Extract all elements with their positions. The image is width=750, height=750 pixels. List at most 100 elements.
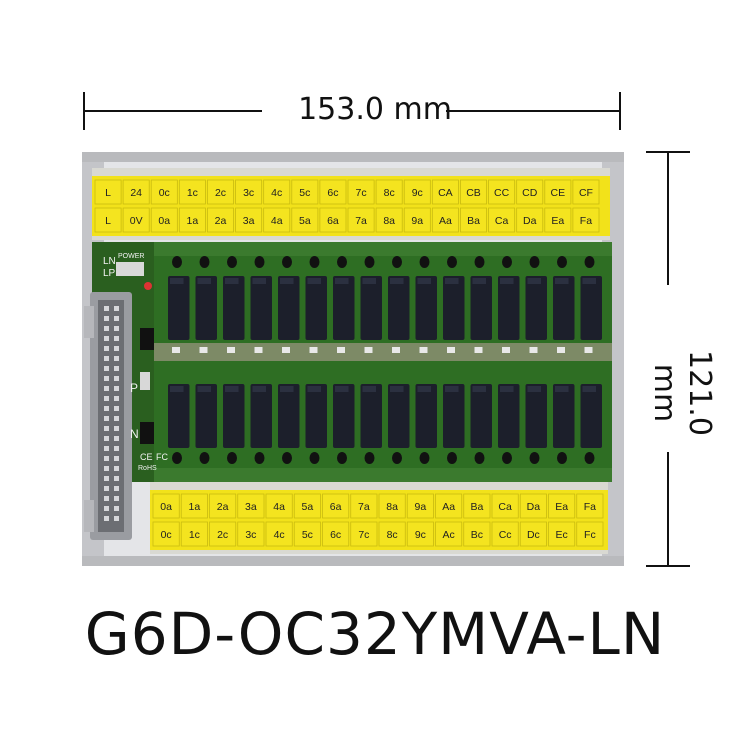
terminal-cell xyxy=(544,207,572,233)
rohs-mark: RoHS xyxy=(138,465,157,472)
led xyxy=(309,452,320,464)
terminal-cell xyxy=(207,207,234,233)
relay xyxy=(360,384,382,448)
terminal-label: 0a xyxy=(160,501,172,513)
terminal-cell xyxy=(576,493,604,519)
terminal-label: Cc xyxy=(499,529,512,541)
ribbon-connector xyxy=(84,292,132,540)
connector-pin xyxy=(114,506,119,511)
connector-pin xyxy=(114,336,119,341)
terminal-cell xyxy=(516,179,544,205)
led xyxy=(392,256,402,268)
terminal-cell xyxy=(519,521,547,547)
led xyxy=(474,452,485,464)
connector-pin xyxy=(104,466,109,471)
terminal-cell xyxy=(265,493,293,519)
led xyxy=(502,256,512,268)
relay-top-edge xyxy=(307,386,321,392)
terminal-cell xyxy=(293,493,321,519)
relay xyxy=(525,276,547,340)
terminal-cell xyxy=(180,521,208,547)
relay-top-edge xyxy=(362,386,376,392)
relay xyxy=(525,384,547,448)
relay-top-edge xyxy=(252,386,266,392)
relay-top-edge xyxy=(335,386,349,392)
connector-pin xyxy=(114,346,119,351)
led xyxy=(254,452,265,464)
terminal-label: L xyxy=(105,187,111,199)
terminal-label: 2c xyxy=(217,529,228,541)
terminal-cell xyxy=(463,521,491,547)
terminal-label: Ca xyxy=(495,215,509,227)
terminal-cell xyxy=(178,207,206,233)
connector-pin xyxy=(104,306,109,311)
terminal-label: Da xyxy=(527,501,541,513)
terminal-label: Ea xyxy=(551,215,564,227)
relay xyxy=(168,276,190,340)
terminal-label: 8a xyxy=(386,501,398,513)
relay xyxy=(168,384,190,448)
connector-pin xyxy=(114,426,119,431)
led xyxy=(584,256,595,268)
connector-pin xyxy=(104,376,109,381)
ln-label: LN xyxy=(103,256,116,267)
terminal-cell xyxy=(572,207,600,233)
terminal-cell xyxy=(322,493,350,519)
terminal-label: 0V xyxy=(130,215,143,227)
connector-pin xyxy=(104,496,109,501)
smd-component xyxy=(584,347,593,353)
terminal-cell xyxy=(319,179,347,205)
terminal-cell xyxy=(207,179,234,205)
relay xyxy=(195,276,217,340)
relay-top-edge xyxy=(472,278,486,284)
connector-pin xyxy=(104,316,109,321)
connector-pin xyxy=(104,336,109,341)
relay xyxy=(498,276,520,340)
terminal-label: Bc xyxy=(471,529,483,541)
terminal-label: CA xyxy=(438,187,453,199)
relay-top-edge xyxy=(225,386,239,392)
led xyxy=(282,256,292,268)
led xyxy=(557,452,567,464)
relay-top-edge xyxy=(417,386,431,392)
fc-mark: FC xyxy=(156,452,168,462)
terminal-label: 4c xyxy=(271,187,282,199)
terminal-label: 7c xyxy=(356,187,367,199)
smd-component xyxy=(419,347,428,353)
terminal-label: 1c xyxy=(189,529,200,541)
relay xyxy=(443,276,465,340)
connector-pin xyxy=(114,366,119,371)
led xyxy=(447,452,457,464)
terminal-label: 3c xyxy=(243,187,254,199)
connector-pin xyxy=(104,366,109,371)
terminal-cell xyxy=(406,521,434,547)
smd-component xyxy=(309,347,318,353)
terminal-label: 2a xyxy=(217,501,229,513)
led xyxy=(529,452,540,464)
led xyxy=(502,452,512,464)
relay xyxy=(305,276,327,340)
led xyxy=(474,256,485,268)
terminal-cell xyxy=(122,179,150,205)
terminal-label: Ba xyxy=(470,501,483,513)
connector-pin xyxy=(104,456,109,461)
height-dimension-label: 121.0 mm xyxy=(647,350,717,436)
led xyxy=(364,452,375,464)
terminal-label: Ac xyxy=(442,529,454,541)
relay-top-edge xyxy=(335,278,349,284)
relay-top-edge xyxy=(472,386,486,392)
terminal-label: 6a xyxy=(327,215,339,227)
relay xyxy=(443,384,465,448)
led xyxy=(419,452,430,464)
terminal-cell xyxy=(209,493,237,519)
led xyxy=(199,452,210,464)
terminal-label: 4a xyxy=(271,215,283,227)
relay xyxy=(388,276,410,340)
terminal-label: 5c xyxy=(302,529,313,541)
connector-pin xyxy=(114,446,119,451)
smd-component xyxy=(529,347,538,353)
led xyxy=(529,256,540,268)
connector-pin xyxy=(114,416,119,421)
